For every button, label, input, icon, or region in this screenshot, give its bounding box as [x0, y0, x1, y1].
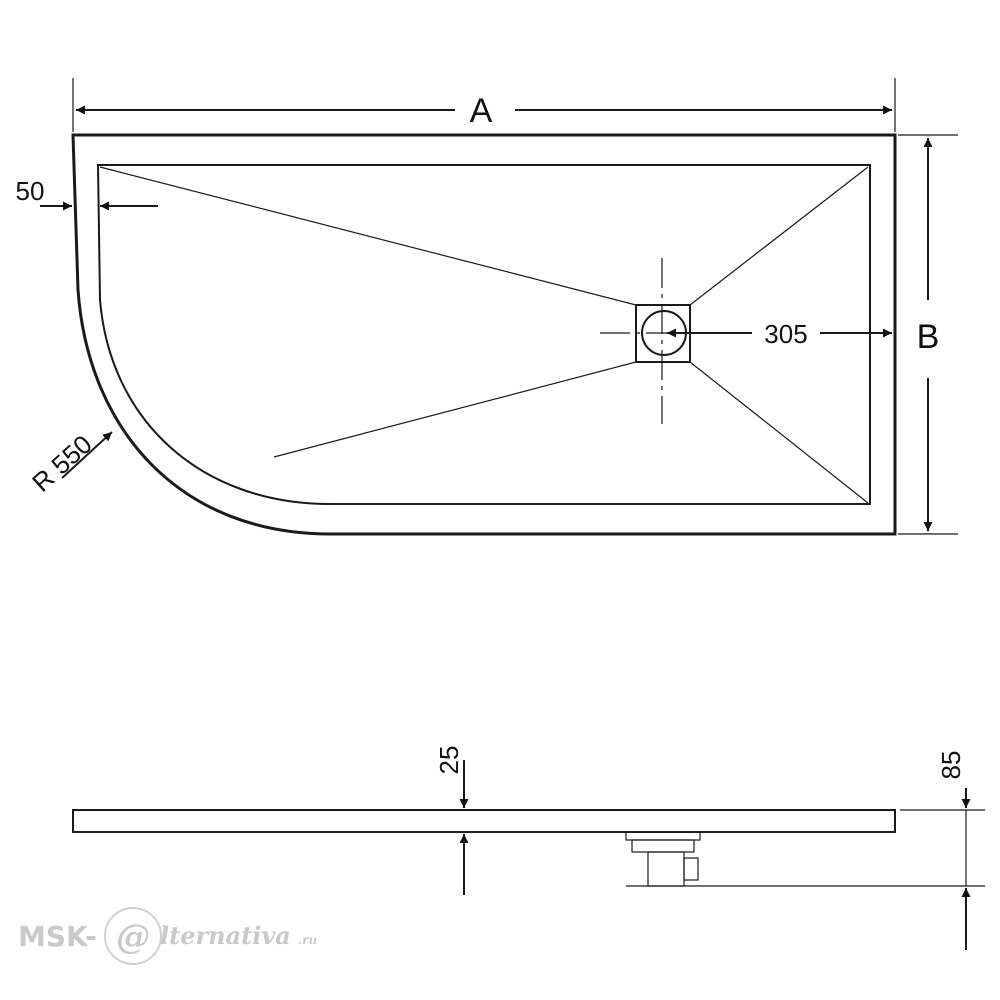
rim-dim-label: 50 — [16, 176, 45, 206]
radius-dim-label: R 550 — [26, 429, 98, 498]
drain-offset-dim-label: 305 — [764, 319, 807, 349]
siphon-outlet — [683, 857, 699, 881]
tray-inner-outline — [96, 164, 871, 505]
logo-at-ring — [104, 907, 162, 965]
tray-outer-outline — [71, 133, 897, 536]
msk-alternativa-logo: MSK- @ lternativa .ru — [18, 907, 318, 965]
siphon-neck — [631, 839, 695, 853]
thickness-dim-label: 25 — [434, 746, 464, 775]
tray-side-profile — [72, 809, 896, 833]
slope-line-bottom-left — [273, 361, 637, 458]
siphon-top-flange — [625, 831, 701, 841]
logo-suffix: lternativa — [160, 921, 291, 950]
side-view: 25 85 — [72, 746, 985, 950]
siphon-body — [647, 851, 685, 887]
top-view: A B 50 R 550 305 — [16, 78, 958, 536]
radius-dim-line — [61, 431, 113, 479]
logo-prefix: MSK- — [18, 920, 97, 953]
slope-line-top-left — [99, 166, 637, 306]
height-dim-label: 85 — [936, 751, 966, 780]
logo-at-glyph: @ — [116, 917, 150, 957]
dimension-a-label: A — [470, 92, 493, 130]
dimension-b-label: B — [917, 318, 940, 356]
slope-line-top-right — [689, 166, 869, 306]
logo-domain: .ru — [298, 933, 318, 947]
slope-line-bottom-right — [689, 361, 869, 504]
